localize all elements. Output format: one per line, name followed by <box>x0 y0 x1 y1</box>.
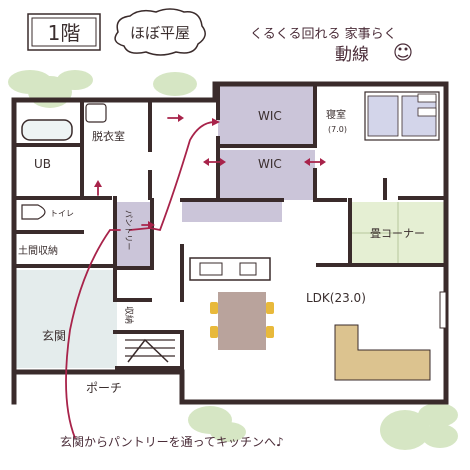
pantry-label: パントリー <box>124 210 133 250</box>
ldk-label: LDK(23.0) <box>306 291 366 305</box>
tagline-line2: 動線 <box>335 45 369 65</box>
bedroom-size: (7.0) <box>328 125 347 134</box>
kitchen-stove <box>239 262 257 276</box>
floor-label: 1階 <box>48 21 81 45</box>
wic-mid-fill <box>218 150 315 200</box>
ub-label: UB <box>34 157 51 171</box>
floor-label-box <box>27 13 101 51</box>
bathtub <box>21 119 73 141</box>
tatami-corner-label: 畳コーナー <box>370 227 425 240</box>
dressing-label: 脱衣室 <box>92 129 125 143</box>
pantry-fill <box>115 202 152 267</box>
bedroom-label: 寝室 <box>326 108 346 121</box>
toilet-label: トイレ <box>50 209 74 218</box>
dining-table <box>218 292 266 350</box>
dining-chairs <box>210 302 274 338</box>
corridor-fill <box>182 200 282 222</box>
route-caption: 玄関からパントリーを通ってキッチンへ♪ <box>60 434 284 449</box>
sofa <box>334 324 431 381</box>
smiley-icon <box>394 43 412 61</box>
storage-label: 収納 <box>123 306 135 324</box>
wic-top-fill <box>218 86 315 144</box>
interior-walls <box>12 82 448 370</box>
badge-cloud <box>114 8 206 56</box>
porch-fill <box>14 372 182 402</box>
walls <box>11 81 449 405</box>
garden-greenery <box>8 70 458 450</box>
bed <box>364 91 440 141</box>
toilet-bowl <box>21 204 46 220</box>
tv-board <box>439 291 447 329</box>
entrance-fill <box>14 270 117 368</box>
wic-mid-label: WIC <box>258 157 282 171</box>
washbasin <box>85 103 107 123</box>
badge-text: ほぼ平屋 <box>130 24 190 42</box>
kitchen-sink <box>199 262 223 276</box>
porch-label: ポーチ <box>86 381 122 395</box>
flow-arrowheads <box>94 114 326 229</box>
earth-storage-label: 土間収納 <box>18 244 58 257</box>
wic-top-label: WIC <box>258 109 282 123</box>
entrance-label: 玄関 <box>42 328 66 343</box>
stairs <box>125 338 175 363</box>
tatami-mats <box>352 202 399 263</box>
tagline-line1: くるくる回れる 家事らく <box>250 26 397 42</box>
